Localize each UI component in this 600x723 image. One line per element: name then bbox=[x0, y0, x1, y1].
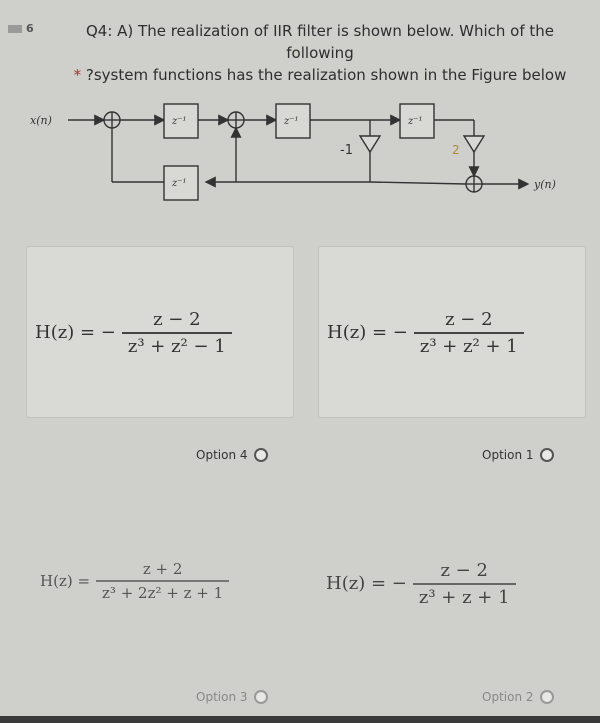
delay-2-label: z⁻¹ bbox=[283, 116, 299, 127]
option-1-numerator: z − 2 bbox=[445, 309, 493, 330]
option-2-fraction: z − 2 z³ + z + 1 bbox=[412, 560, 516, 608]
option-3-formula[interactable]: H(z) = z + 2 z³ + 2z² + z + 1 bbox=[40, 560, 230, 602]
fraction-bar bbox=[96, 580, 230, 582]
option-3-radio[interactable] bbox=[253, 690, 268, 704]
option-2[interactable]: Option 2 bbox=[482, 690, 554, 704]
option-2-formula[interactable]: H(z) = − z − 2 z³ + z + 1 bbox=[326, 560, 516, 608]
option-4-label: Option 4 bbox=[196, 448, 248, 462]
fraction-bar bbox=[412, 583, 516, 585]
option-4-numerator: z − 2 bbox=[153, 309, 201, 330]
option-2-denominator: z³ + z + 1 bbox=[418, 586, 510, 608]
option-4-denominator: z³ + z² − 1 bbox=[127, 335, 226, 357]
option-2-lhs: H(z) = − bbox=[326, 573, 407, 595]
option-4-card[interactable]: H(z) = − z − 2 z³ + z² − 1 bbox=[26, 246, 294, 418]
option-4[interactable]: Option 4 bbox=[196, 448, 268, 462]
question-line-2-text: ?system functions has the realization sh… bbox=[85, 66, 567, 84]
option-3-fraction: z + 2 z³ + 2z² + z + 1 bbox=[96, 560, 230, 602]
iir-filter-diagram: x(n) y(n) z⁻¹ z⁻¹ z⁻¹ z⁻¹ -1 2 bbox=[30, 103, 556, 201]
option-2-radio[interactable] bbox=[539, 690, 554, 704]
question-line-2: * ?system functions has the realization … bbox=[60, 64, 580, 86]
delay-4-label: z⁻¹ bbox=[171, 178, 187, 189]
option-1-radio[interactable] bbox=[539, 448, 554, 462]
gain-minus1-label: -1 bbox=[340, 143, 353, 158]
option-3-denominator: z³ + 2z² + z + 1 bbox=[102, 583, 224, 602]
option-4-lhs: H(z) = − bbox=[35, 322, 116, 344]
option-3-numerator: z + 2 bbox=[142, 560, 183, 578]
bottom-bar bbox=[0, 716, 600, 723]
option-3[interactable]: Option 3 bbox=[196, 690, 268, 704]
output-label: y(n) bbox=[533, 178, 556, 191]
required-star: * bbox=[73, 66, 82, 84]
question-line-1: Q4: A) The realization of IIR filter is … bbox=[86, 22, 554, 62]
option-3-lhs: H(z) = bbox=[40, 571, 91, 590]
delay-3-label: z⁻¹ bbox=[407, 116, 423, 127]
option-4-radio[interactable] bbox=[253, 448, 268, 462]
delay-1-label: z⁻¹ bbox=[171, 116, 187, 127]
option-3-label: Option 3 bbox=[196, 690, 248, 704]
option-1[interactable]: Option 1 bbox=[482, 448, 554, 462]
fraction-bar bbox=[413, 332, 524, 334]
option-1-fraction: z − 2 z³ + z² + 1 bbox=[413, 309, 524, 357]
option-2-numerator: z − 2 bbox=[440, 560, 488, 581]
question-number: 6 bbox=[8, 22, 34, 35]
question-number-text: 6 bbox=[26, 22, 34, 35]
gain-2-label: 2 bbox=[452, 143, 460, 157]
option-4-fraction: z − 2 z³ + z² − 1 bbox=[121, 309, 232, 357]
question-text: Q4: A) The realization of IIR filter is … bbox=[60, 20, 580, 86]
fraction-bar bbox=[121, 332, 232, 334]
option-1-formula: H(z) = − z − 2 z³ + z² + 1 bbox=[327, 309, 524, 357]
input-label: x(n) bbox=[30, 114, 52, 127]
question-marker-icon bbox=[8, 25, 22, 33]
option-1-label: Option 1 bbox=[482, 448, 534, 462]
option-4-formula: H(z) = − z − 2 z³ + z² − 1 bbox=[35, 309, 232, 357]
option-2-label: Option 2 bbox=[482, 690, 534, 704]
option-1-lhs: H(z) = − bbox=[327, 322, 408, 344]
option-1-denominator: z³ + z² + 1 bbox=[419, 335, 518, 357]
option-1-card[interactable]: H(z) = − z − 2 z³ + z² + 1 bbox=[318, 246, 586, 418]
